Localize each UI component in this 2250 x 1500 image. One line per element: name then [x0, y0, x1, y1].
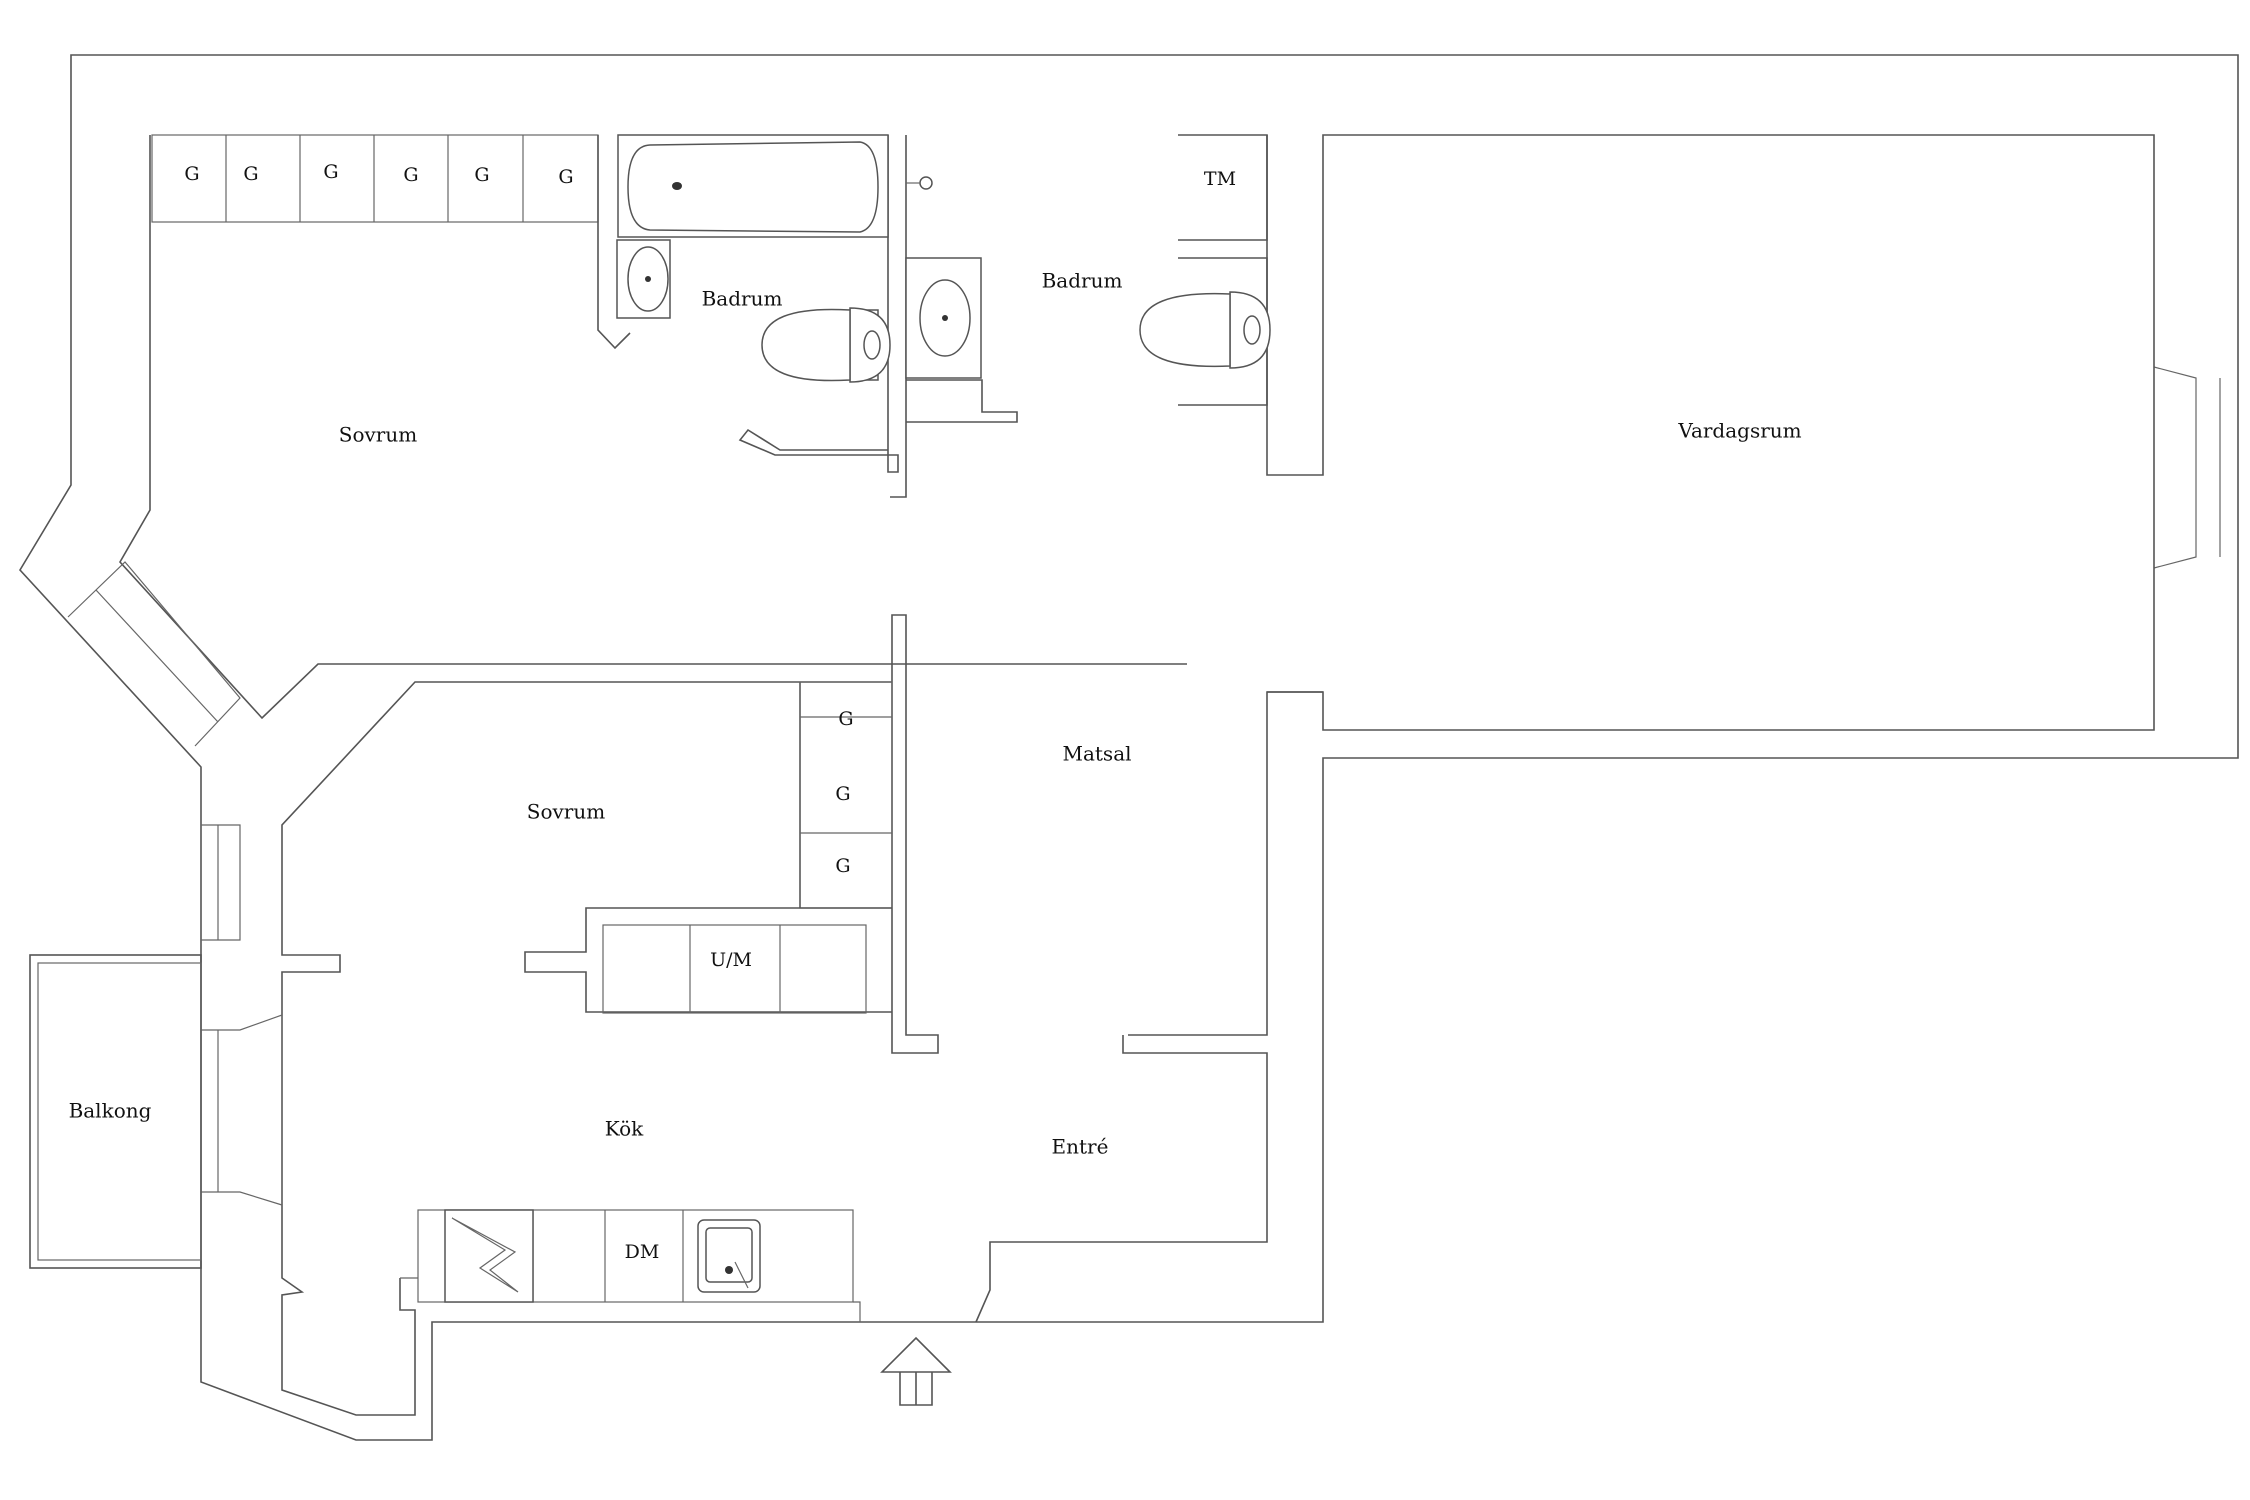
room-label-badrum-1: Badrum — [702, 287, 783, 311]
entrance-arrow-icon — [880, 1336, 952, 1406]
window-right — [2153, 366, 2221, 569]
room-label-kok: Kök — [605, 1117, 644, 1141]
sink-1 — [616, 239, 671, 319]
wardrobe-label-2: G — [243, 163, 258, 185]
bathtub — [617, 134, 889, 238]
room-label-sovrum-large: Sovrum — [339, 423, 417, 447]
kitchen-sink — [697, 1219, 761, 1293]
toilet-1 — [761, 307, 891, 383]
wardrobe-label-9: G — [835, 855, 850, 877]
balcony — [29, 954, 202, 1269]
balcony-door — [201, 824, 283, 1206]
bathroom-2-walls — [890, 134, 2155, 1036]
wardrobe-label-6: G — [558, 166, 573, 188]
laundry-cabinet — [524, 907, 892, 1014]
wardrobe-label-1: G — [184, 163, 199, 185]
room-label-balkong: Balkong — [69, 1099, 152, 1123]
room-label-vardagsrum: Vardagsrum — [1677, 419, 1801, 443]
laundry-cabinet-label: U/M — [710, 949, 752, 971]
toilet-2 — [1139, 291, 1271, 369]
room-label-sovrum-small: Sovrum — [527, 800, 605, 824]
window-left — [67, 561, 241, 747]
wardrobe-row-top — [151, 134, 599, 223]
bathroom-1-walls — [597, 135, 899, 473]
room-label-badrum-2: Badrum — [1042, 269, 1123, 293]
dining-walls — [891, 614, 1323, 1323]
wardrobe-label-4: G — [403, 164, 418, 186]
room-label-entre: Entré — [1052, 1135, 1109, 1159]
dishwasher-label: DM — [625, 1241, 660, 1263]
tap-fixture — [906, 176, 933, 190]
stove — [444, 1209, 534, 1303]
sink-2 — [905, 257, 982, 379]
wardrobe-label-3: G — [323, 161, 338, 183]
wardrobe-label-5: G — [474, 164, 489, 186]
wardrobe-label-7: G — [838, 708, 853, 730]
wardrobe-label-8: G — [835, 783, 850, 805]
washer-label: TM — [1204, 168, 1236, 190]
room-label-matsal: Matsal — [1062, 742, 1131, 766]
